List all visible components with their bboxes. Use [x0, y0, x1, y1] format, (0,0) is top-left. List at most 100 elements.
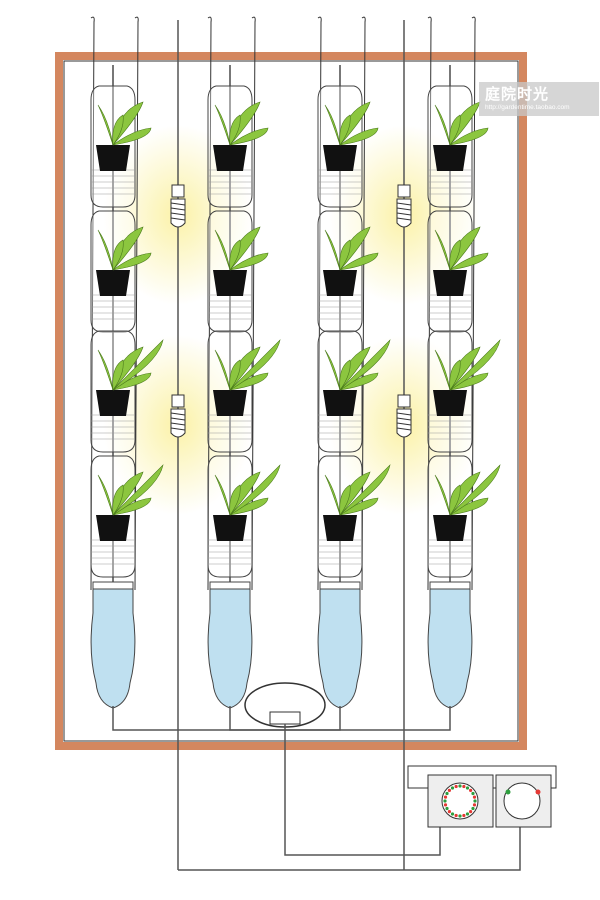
leaf	[229, 339, 281, 391]
bulb-socket	[171, 184, 185, 198]
watermark-url: http://gardentime.taobao.com	[485, 104, 570, 111]
timer-pin	[469, 788, 473, 792]
timer-pin	[454, 813, 458, 818]
leaf	[112, 464, 164, 516]
leaf	[229, 114, 241, 146]
leaf	[97, 349, 114, 391]
plant-pot	[433, 515, 467, 541]
timer-pin	[462, 784, 466, 789]
bulb-socket	[171, 394, 185, 408]
indicator-light	[535, 789, 541, 795]
leaf	[112, 239, 124, 271]
leaf	[449, 127, 489, 146]
watermark-title: 庭院时光	[485, 86, 550, 103]
leaf	[229, 484, 241, 516]
hanging-wire	[471, 16, 476, 591]
leaf	[214, 349, 231, 391]
leaf	[339, 464, 391, 516]
timer-pin	[458, 814, 462, 818]
plant-pot	[96, 270, 130, 296]
bulb-coil	[170, 212, 186, 216]
water-reservoir-bottle	[207, 587, 253, 709]
bulb-coil	[396, 427, 412, 431]
timer-pin	[469, 810, 473, 814]
bulb-coil	[170, 217, 186, 221]
timer-pin	[450, 812, 455, 816]
bulb-coil	[396, 207, 412, 211]
leaf	[449, 252, 489, 271]
plant-pot	[96, 145, 130, 171]
bulb-coil	[396, 412, 412, 416]
pump-power-cord	[284, 724, 441, 856]
leaf	[339, 484, 351, 516]
lamp-power-cord	[178, 825, 521, 871]
bulb-coil	[170, 207, 186, 211]
hanging-wire	[134, 16, 139, 591]
bulb-socket	[397, 394, 411, 408]
water-reservoir-bottle	[317, 587, 363, 709]
plant-pot	[213, 390, 247, 416]
timer-pin	[450, 786, 455, 790]
leaf	[449, 359, 461, 391]
leaf	[449, 239, 461, 271]
return-hose	[112, 706, 285, 731]
timer-pin	[447, 788, 451, 792]
timer-pin	[462, 813, 466, 818]
bulb-coil	[396, 422, 412, 426]
plant-pot	[433, 390, 467, 416]
leaf	[324, 104, 341, 146]
hanging-wire	[361, 16, 366, 591]
timer-pin	[471, 791, 475, 796]
pump-manifold	[269, 711, 301, 725]
plant-pot	[213, 145, 247, 171]
plant-pot	[323, 270, 357, 296]
leaf	[112, 252, 152, 271]
plant-pot	[96, 515, 130, 541]
leaf	[112, 114, 124, 146]
leaf	[214, 229, 231, 271]
timer-pin	[445, 791, 449, 796]
bottle-cap	[92, 581, 134, 590]
watermark-logo: 庭院时光 http://gardentime.taobao.com	[479, 82, 599, 116]
leaf	[339, 127, 379, 146]
bulb-coil	[170, 417, 186, 421]
plant-pot	[433, 270, 467, 296]
leaf	[324, 474, 341, 516]
leaf	[434, 229, 451, 271]
bottle-cap	[429, 581, 471, 590]
timer-pin	[443, 799, 447, 803]
timer-pin	[443, 795, 448, 799]
bulb-coil	[170, 412, 186, 416]
timer-pin	[465, 812, 470, 816]
plant-pot	[213, 270, 247, 296]
return-hose	[285, 706, 451, 731]
water-reservoir-bottle	[427, 587, 473, 709]
bulb-socket	[397, 184, 411, 198]
leaf	[229, 252, 269, 271]
hanging-wire	[90, 16, 95, 591]
leaf	[339, 359, 351, 391]
frame-inner-edge	[63, 60, 519, 742]
bulb-coil	[396, 417, 412, 421]
timer-pin	[472, 803, 477, 807]
leaf	[339, 239, 351, 271]
leaf	[324, 349, 341, 391]
leaf	[97, 104, 114, 146]
leaf	[214, 104, 231, 146]
leaf	[214, 474, 231, 516]
leaf	[339, 252, 379, 271]
plant-pot	[323, 145, 357, 171]
leaf	[112, 484, 124, 516]
leaf	[434, 104, 451, 146]
leaf	[97, 474, 114, 516]
bulb-coil	[396, 212, 412, 216]
leaf	[97, 229, 114, 271]
bulb-coil	[170, 427, 186, 431]
plant-pot	[433, 145, 467, 171]
plant-pot	[323, 390, 357, 416]
leaf	[229, 239, 241, 271]
hanging-wire	[427, 16, 432, 591]
leaf	[339, 339, 391, 391]
